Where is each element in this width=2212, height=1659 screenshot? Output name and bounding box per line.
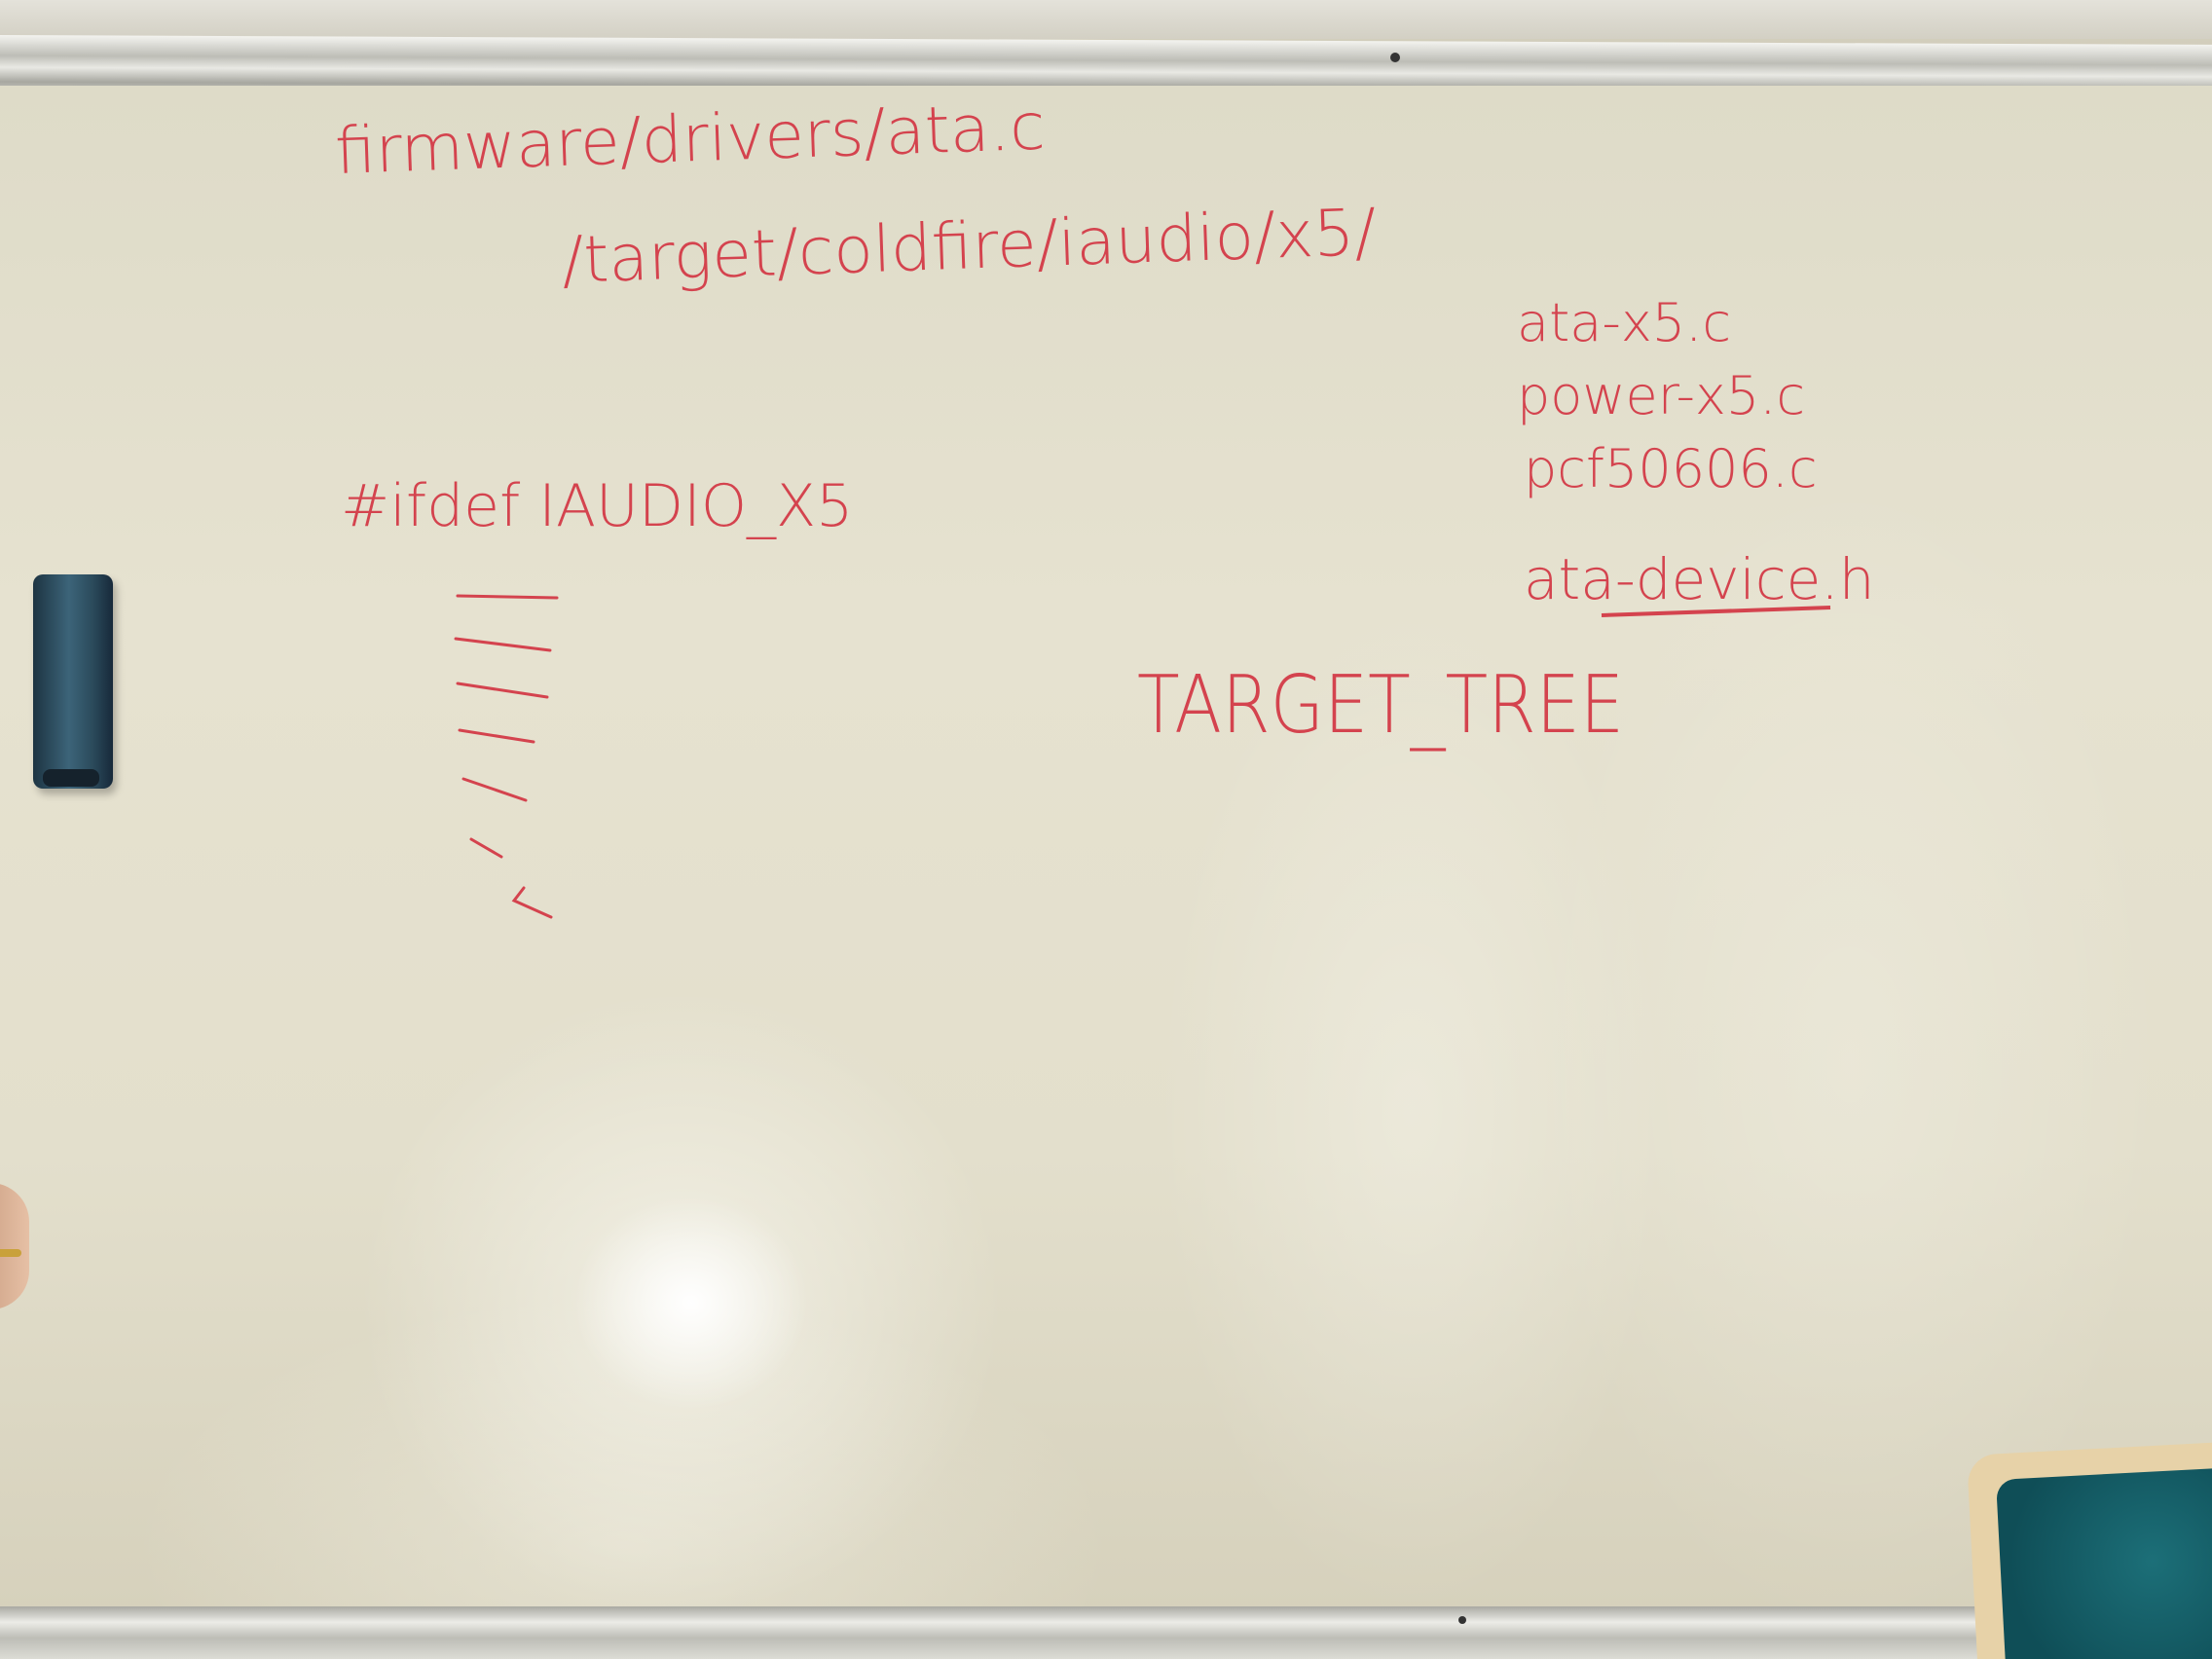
whiteboard-marker-tray [0, 1606, 2212, 1659]
wall-strip [0, 0, 2212, 39]
whiteboard-surface [0, 86, 2212, 1614]
whiteboard-eraser [33, 574, 113, 789]
chair-back-cushion [1996, 1466, 2212, 1659]
frame-screw [1390, 53, 1400, 62]
person-hand [0, 1183, 29, 1309]
eraser-felt [43, 769, 99, 787]
frame-screw [1458, 1616, 1466, 1624]
finger-ring [0, 1249, 21, 1257]
